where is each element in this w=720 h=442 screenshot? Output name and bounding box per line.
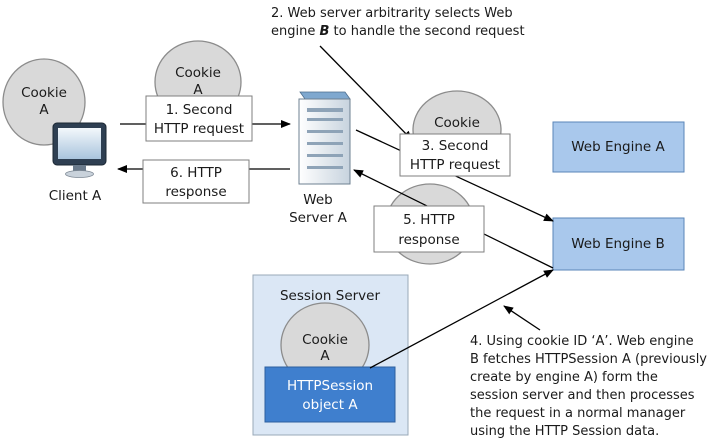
message-box-forward-request: [399, 133, 511, 177]
request-cookie-line2: A: [193, 82, 203, 98]
message-second-request-line2: HTTP request: [154, 121, 244, 137]
httpsession-object-line2: object A: [302, 397, 358, 413]
server-tower-icon: [298, 91, 351, 185]
note-step4-line2: B fetches HTTPSession A (previously: [470, 352, 707, 367]
client-cookie-line1: Cookie: [21, 85, 67, 101]
message-box-engine-response: [373, 205, 485, 253]
note-step2-line1: 2. Web server arbitrarity selects Web: [271, 6, 513, 21]
httpsession-object-box: [264, 366, 396, 423]
message-client-response-line2: response: [165, 184, 226, 200]
message-box-second-request: [145, 95, 253, 142]
message-engine-response-line2: response: [398, 232, 459, 248]
message-forward-request-line1: 3. Second: [422, 138, 489, 154]
client-cookie-line2: A: [39, 102, 49, 118]
session-cookie-line2: A: [320, 348, 330, 364]
forward-cookie-label: Cookie: [434, 115, 480, 131]
message-forward-request-line2: HTTP request: [410, 157, 500, 173]
message-engine-response-line1: 5. HTTP: [403, 212, 455, 228]
client-label: Client A: [49, 188, 102, 204]
httpsession-object-line1: HTTPSession: [287, 378, 373, 394]
message-second-request-line1: 1. Second: [166, 102, 233, 118]
note-step2-suffix: to handle the second request: [329, 24, 524, 39]
monitor-icon: [52, 122, 107, 178]
note-step4-line3: create by engine A) form the: [470, 370, 658, 385]
note-step4-line6: using the HTTP Session data.: [470, 424, 659, 439]
session-cookie-line1: Cookie: [302, 332, 348, 348]
arrow-session-to-engine-b: [369, 269, 554, 369]
note-step4-line5: the request in a normal manager: [470, 406, 686, 421]
message-client-response-line1: 6. HTTP: [170, 165, 222, 181]
session-server-title: Session Server: [280, 288, 381, 304]
web-engine-a-box: [552, 121, 685, 173]
note-step2-line2: engine B to handle the second request: [271, 24, 525, 39]
web-server-label-line1: Web: [303, 192, 332, 208]
web-engine-b-box: [552, 217, 685, 271]
arrow-step4-pointer: [503, 305, 541, 331]
note-step2-prefix: engine: [271, 24, 319, 39]
web-server-label-line2: Server A: [289, 210, 348, 226]
web-engine-a-label: Web Engine A: [571, 139, 665, 155]
note-step4-line4: session server and then processes: [470, 388, 695, 403]
arrow-step2-pointer: [319, 45, 413, 141]
message-box-client-response: [142, 159, 250, 204]
request-cookie-line1: Cookie: [175, 65, 221, 81]
web-engine-b-label: Web Engine B: [571, 236, 665, 252]
note-step4-line1: 4. Using cookie ID ‘A’. Web engine: [470, 334, 694, 349]
note-step2-emphasis: B: [319, 24, 329, 39]
